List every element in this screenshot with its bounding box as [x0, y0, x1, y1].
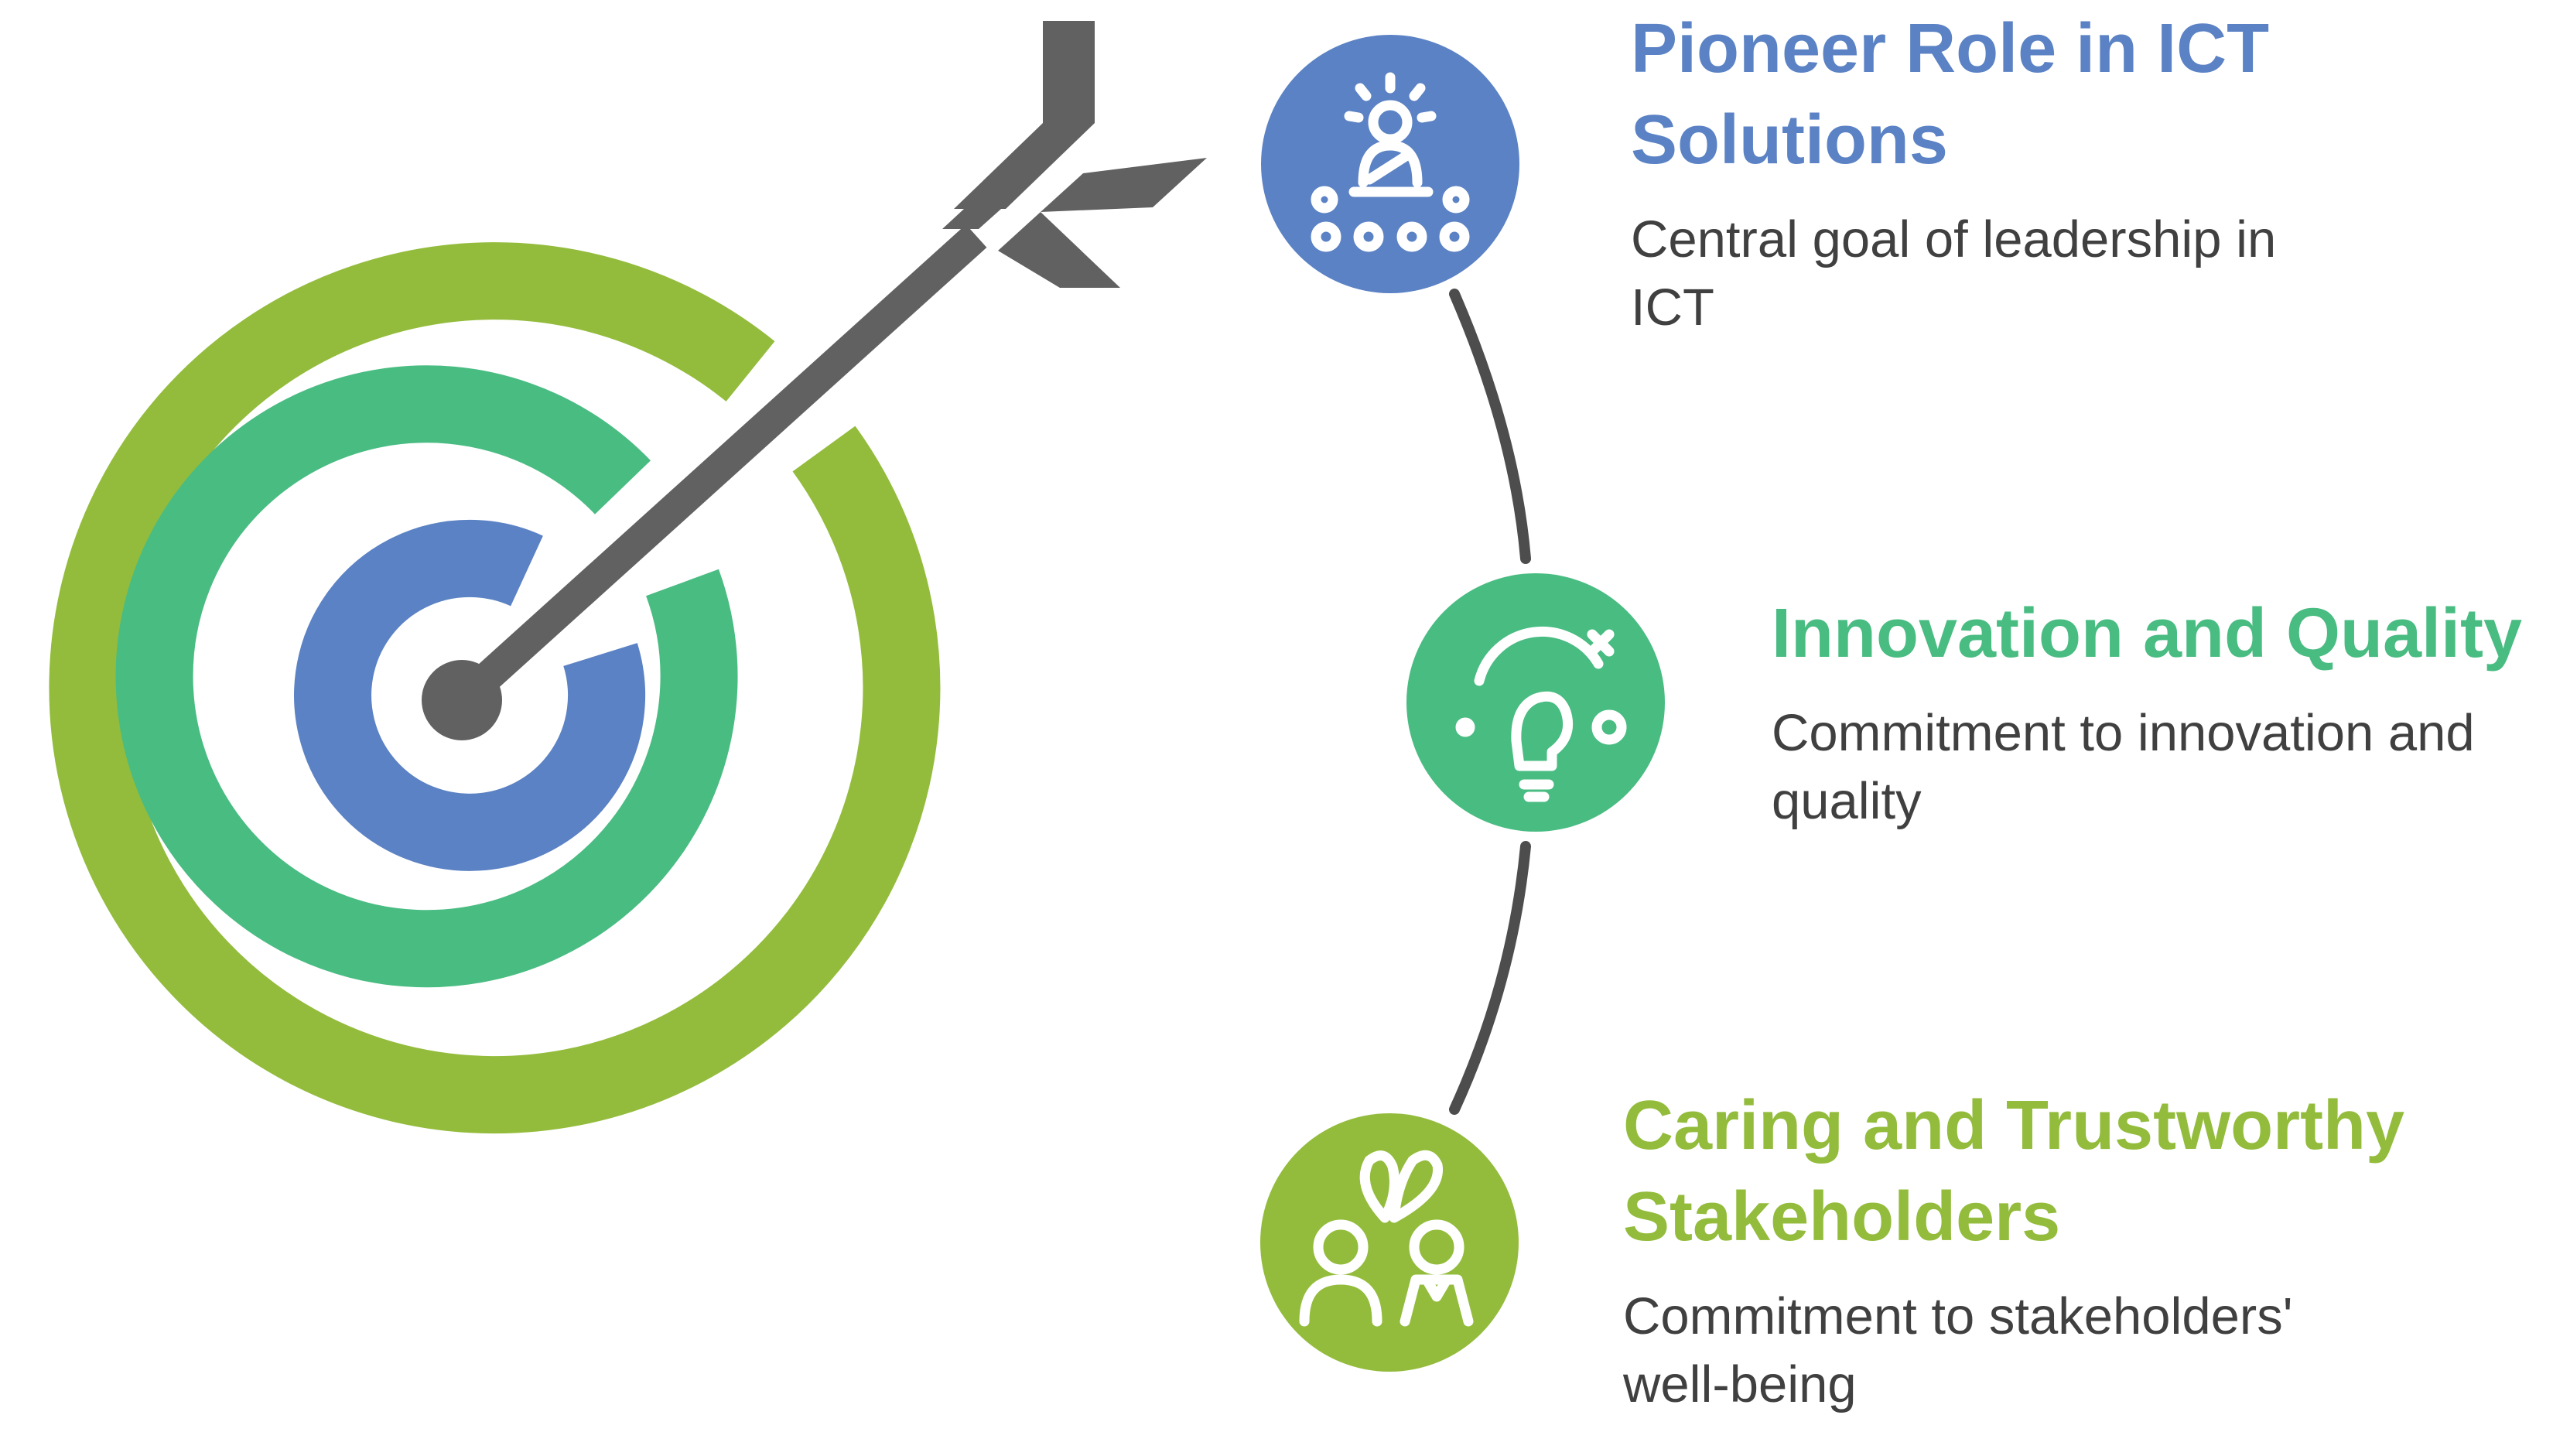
item-description: Commitment to stakeholders' well-being: [1623, 1287, 2293, 1413]
connector-2-3: [1449, 841, 1531, 1115]
arrow-icon: [422, 21, 1207, 740]
target-inner-ring: [294, 519, 646, 871]
item-title: Caring and Trustworthy Stakeholders: [1623, 1087, 2405, 1256]
item-title: Innovation and Quality: [1772, 595, 2523, 672]
item-pioneer-role: Pioneer Role in ICT Solutions Central go…: [1631, 3, 2404, 342]
target-icon: [49, 242, 941, 1134]
timeline-connectors: [1449, 289, 1531, 1115]
item-description: Commitment to innovation and quality: [1772, 704, 2475, 830]
step-badge-3: [1260, 1113, 1519, 1372]
item-title: Pioneer Role in ICT Solutions: [1631, 10, 2270, 179]
arrow-feather-mid: [942, 170, 1044, 229]
step-badge-1: [1261, 35, 1519, 293]
item-caring-stakeholders: Caring and Trustworthy Stakeholders Comm…: [1623, 1080, 2536, 1419]
arrow-feather-upper: [954, 21, 1095, 209]
caring-people-icon: [1299, 1150, 1474, 1327]
connector-1-2: [1449, 289, 1531, 564]
arrow-tip: [422, 660, 502, 740]
arrow-shaft: [451, 224, 987, 712]
item-description: Central goal of leadership in ICT: [1631, 210, 2277, 337]
target-middle-ring: [115, 365, 738, 988]
target-outer-ring: [49, 242, 941, 1134]
item-innovation-quality: Innovation and Quality Commitment to inn…: [1772, 588, 2545, 836]
leader-podium-icon: [1311, 72, 1470, 252]
step-badge-2: [1406, 573, 1665, 832]
lightbulb-idea-icon: [1455, 626, 1627, 802]
arrow-feather-lower: [998, 158, 1207, 288]
